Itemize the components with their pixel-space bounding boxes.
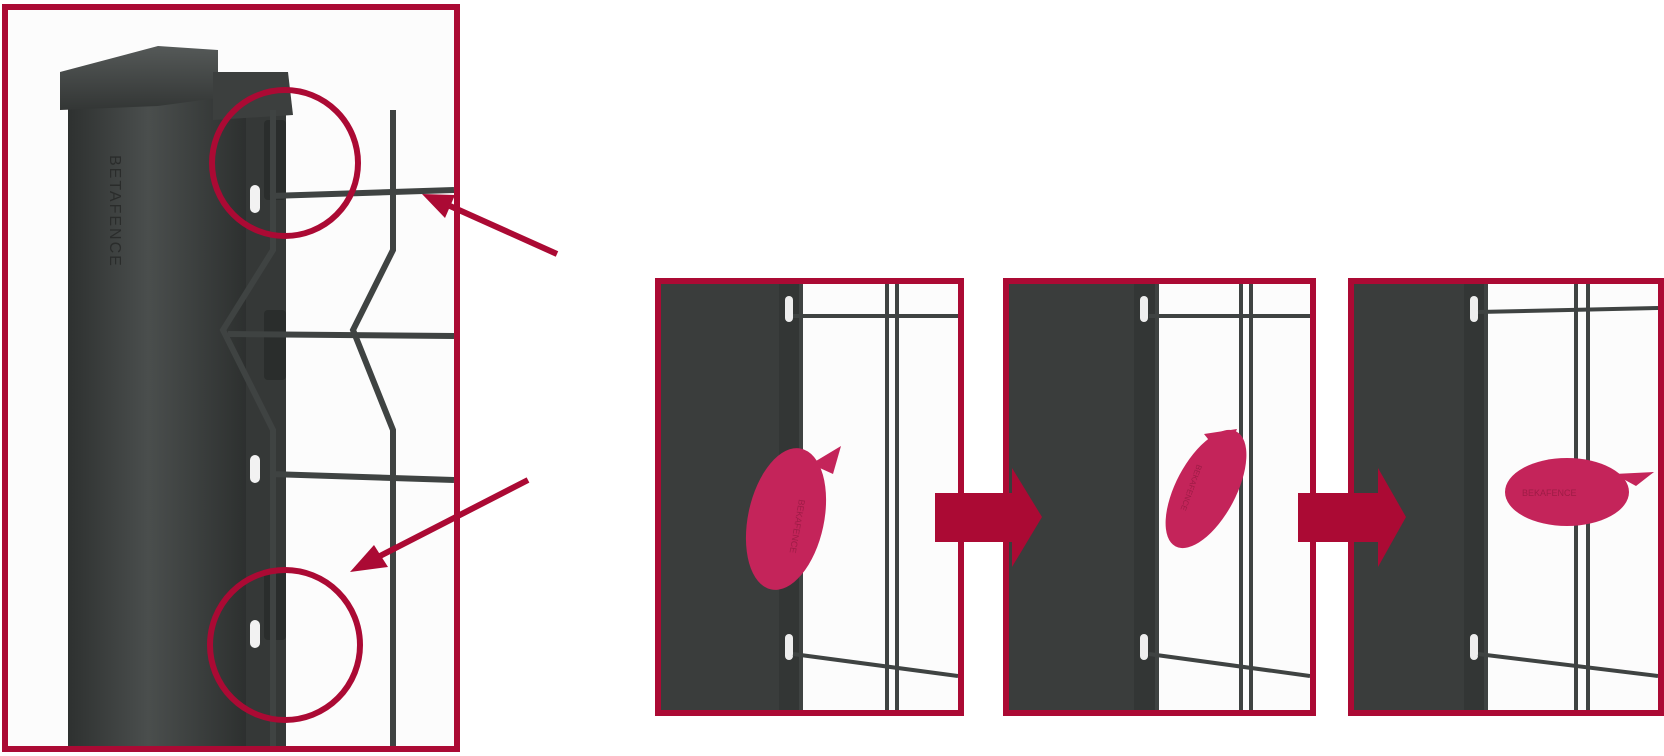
fence-post (68, 70, 246, 746)
step-2-illustration: BEKAFENCE (1009, 284, 1310, 710)
main-photo-frame: BETAFENCE (2, 4, 460, 752)
step-3-frame: BEKAFENCE (1348, 278, 1664, 716)
clip-brand-text: BEKAFENCE (1522, 488, 1577, 498)
step-3-illustration: BEKAFENCE (1354, 284, 1658, 710)
post-brand-text: BETAFENCE (106, 155, 123, 268)
step-1-illustration: BEKAFENCE (661, 284, 958, 710)
step-1-frame: BEKAFENCE (655, 278, 964, 716)
step-2-frame: BEKAFENCE (1003, 278, 1316, 716)
flange-cap (213, 72, 293, 120)
clip-locked: BEKAFENCE (1505, 458, 1654, 526)
clip-rotating: BEKAFENCE (1149, 418, 1263, 561)
fence-post-illustration: BETAFENCE (8, 10, 454, 746)
post-cap (60, 46, 218, 110)
